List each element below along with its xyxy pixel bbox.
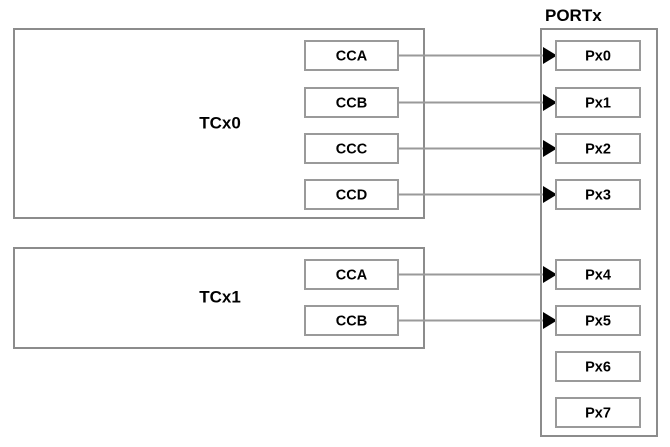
arrowhead-px1 — [543, 94, 557, 111]
pin-label-px1: Px1 — [585, 95, 611, 111]
pin-label-px5: Px5 — [585, 313, 611, 329]
channel-label-tcx0-ccc: CCC — [336, 141, 368, 157]
pin-box-px1: Px1 — [555, 87, 641, 118]
arrowhead-px0 — [543, 47, 557, 64]
arrowhead-px4 — [543, 266, 557, 283]
channel-box-tcx0-ccb: CCB — [304, 87, 399, 118]
channel-box-tcx0-ccc: CCC — [304, 133, 399, 164]
pin-box-px2: Px2 — [555, 133, 641, 164]
arrowhead-px5 — [543, 312, 557, 329]
arrowhead-px3 — [543, 186, 557, 203]
pin-box-px7: Px7 — [555, 397, 641, 428]
tcx1-label: TCx1 — [199, 287, 241, 306]
pin-box-px0: Px0 — [555, 40, 641, 71]
pin-box-px6: Px6 — [555, 351, 641, 382]
pin-box-px4: Px4 — [555, 259, 641, 290]
pin-box-px5: Px5 — [555, 305, 641, 336]
channel-label-tcx1-cca: CCA — [336, 267, 368, 283]
channel-label-tcx0-ccb: CCB — [336, 95, 367, 111]
pin-label-px2: Px2 — [585, 141, 611, 157]
pin-label-px6: Px6 — [585, 359, 611, 375]
pin-label-px3: Px3 — [585, 187, 611, 203]
tcx0-label: TCx0 — [199, 113, 241, 132]
channel-label-tcx0-ccd: CCD — [336, 187, 367, 203]
pin-label-px7: Px7 — [585, 405, 611, 421]
channel-box-tcx0-ccd: CCD — [304, 179, 399, 210]
channel-label-tcx0-cca: CCA — [336, 48, 368, 64]
channel-box-tcx1-cca: CCA — [304, 259, 399, 290]
arrowhead-px2 — [543, 140, 557, 157]
pin-label-px0: Px0 — [585, 48, 611, 64]
channel-box-tcx0-cca: CCA — [304, 40, 399, 71]
channel-label-tcx1-ccb: CCB — [336, 313, 367, 329]
portx-label: PORTx — [545, 6, 602, 25]
pin-box-px3: Px3 — [555, 179, 641, 210]
pin-label-px4: Px4 — [585, 267, 611, 283]
channel-box-tcx1-ccb: CCB — [304, 305, 399, 336]
